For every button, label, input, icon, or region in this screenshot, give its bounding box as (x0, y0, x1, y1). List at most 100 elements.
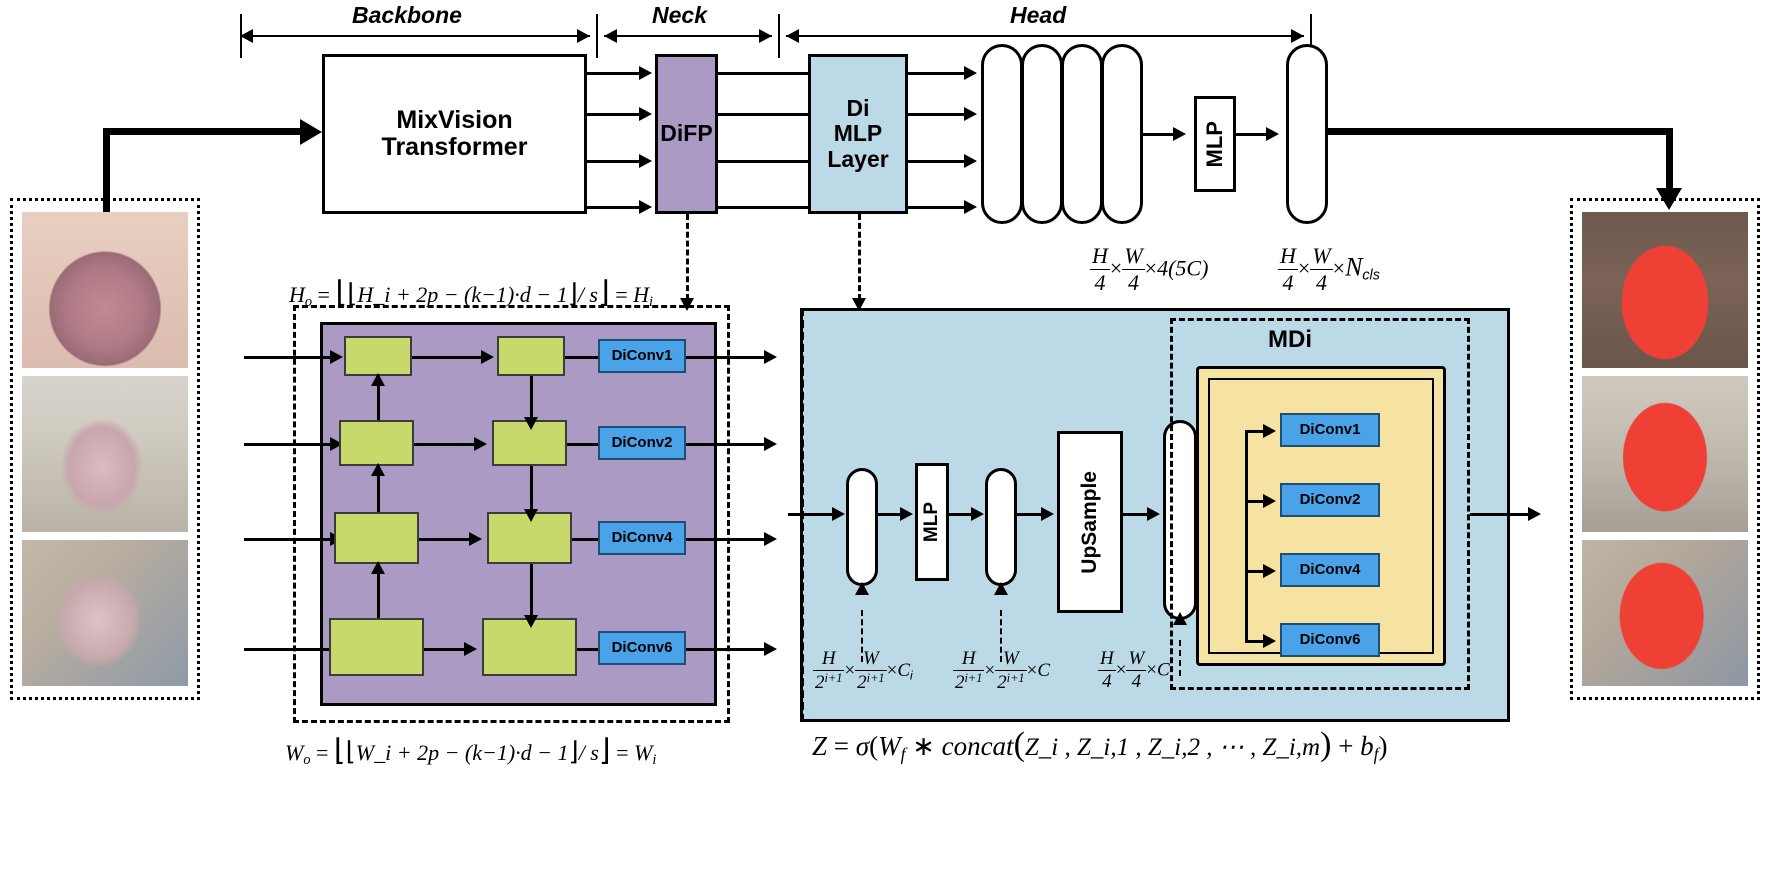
input-photo-1 (22, 212, 188, 368)
s2-h-den: 2 (955, 672, 965, 694)
dimlp-formula-bottom: Z = σ(Wf ∗ concat(Z_i , Z_i,1 , Z_i,2 , … (812, 726, 1388, 764)
dimlp-shape-2: H 2i+1 × W 2i+1 ×C (953, 648, 1050, 694)
difp-c1-up-1 (377, 376, 380, 420)
input-feed-horizontal (103, 128, 303, 135)
mixvision-label-line1: MixVision (396, 105, 513, 134)
difp-diconv-6[interactable]: DiConv6 (598, 631, 686, 665)
difp-r4-toconv (577, 648, 600, 651)
s1-w-den: 2 (857, 672, 867, 694)
output-feed-horizontal (1328, 128, 1673, 135)
mdi-diconv-1[interactable]: DiConv1 (1280, 413, 1380, 447)
difp-diconv-2[interactable]: DiConv2 (598, 426, 686, 460)
output-photo-3 (1582, 540, 1748, 686)
difp-r4-mid (424, 648, 466, 651)
head-output-shape-annotation: H 4 × W 4 ×Ncls (1278, 243, 1380, 295)
out-h-den: 4 (1282, 270, 1294, 295)
difp-r3-mid (419, 538, 471, 541)
mdi-diconv-6[interactable]: DiConv6 (1280, 623, 1380, 657)
difp-diconv-6-label: DiConv6 (611, 638, 673, 656)
difp-green-r2c1 (339, 420, 414, 466)
difp-formula-top-rhs: H (633, 282, 650, 307)
mdi-diconv-2[interactable]: DiConv2 (1280, 483, 1380, 517)
upsample-block[interactable]: UpSample (1057, 431, 1123, 613)
difp-r3-out (686, 538, 768, 541)
difp-row4-in (244, 648, 334, 651)
dimlp-out-3-head (964, 154, 977, 168)
difp-r4-mid-head (464, 642, 477, 656)
input-feed-vertical (103, 128, 110, 220)
difp-formula-top: Ho = ⌊⌊H_i + 2p − (k−1)·d − 1⌋/ s⌋ = Hi (289, 276, 654, 310)
difp-r2-mid (414, 443, 476, 446)
section-label-backbone: Backbone (352, 2, 462, 28)
difp-formula-top-div: / s (577, 282, 598, 307)
di-mlp-label-line3: Layer (827, 145, 889, 172)
output-photo-2 (1582, 376, 1748, 532)
dimlp-mlp-to-p2-head (971, 507, 984, 521)
difp-green-r4c1 (329, 618, 424, 676)
difp-formula-top-lhs: H (289, 282, 305, 307)
backbone-bracket-line (240, 35, 590, 37)
di-mlp-layer-block[interactable]: Di MLP Layer (808, 54, 908, 214)
di-mlp-label-line1: Di (846, 95, 870, 122)
difp-formula-bot-body: W_i + 2p − (k−1)·d − 1 (355, 740, 569, 765)
s3-ch: C (1157, 659, 1170, 681)
dimlp-up-to-p3 (1123, 513, 1151, 516)
difp-r2-toconv (567, 443, 600, 446)
shape-pointer-1-head (855, 582, 869, 595)
s2-w-den-sup: i+1 (1006, 671, 1025, 685)
mdi-diconv-4-label: DiConv4 (1299, 560, 1361, 578)
dimlp-pill-1 (846, 468, 878, 586)
mdi-lead-2 (1245, 500, 1267, 503)
mdi-diconv-4[interactable]: DiConv4 (1280, 553, 1380, 587)
zf-star: ∗ (912, 731, 935, 761)
difp-r3-mid-head (469, 532, 482, 546)
difp-c1-up-1-head (371, 373, 385, 386)
difp-c1-up-3-head (371, 561, 385, 574)
difp-c2-down-2 (530, 466, 533, 512)
zf-z: Z (812, 731, 828, 761)
difp-r2-mid-head (474, 437, 487, 451)
head-mlp-block[interactable]: MLP (1194, 96, 1236, 192)
difp-c1-up-2-head (371, 463, 385, 476)
mdi-lead-1 (1245, 430, 1267, 433)
dimlp-mlp-block[interactable]: MLP (915, 463, 949, 581)
s1-h-den: 2 (815, 672, 825, 694)
dimlp-shape-1: H 2i+1 × W 2i+1 ×Ci (813, 648, 913, 694)
difp-out-4 (718, 206, 808, 209)
dimlp-mlp-to-p2 (949, 513, 975, 516)
difp-formula-top-eq2: = (615, 282, 628, 307)
mixvision-transformer-block[interactable]: MixVision Transformer (322, 54, 587, 214)
difp-diconv-4[interactable]: DiConv4 (598, 521, 686, 555)
difp-block[interactable]: DiFP (655, 54, 718, 214)
difp-diconv-1[interactable]: DiConv1 (598, 339, 686, 373)
difp-green-r3c1 (334, 512, 419, 564)
s2-w-den: 2 (997, 672, 1007, 694)
head-bracket-line (786, 35, 1304, 37)
concat-w-den: 4 (1127, 270, 1139, 295)
difp-row1-in-head (330, 350, 343, 364)
difp-detail-dashed-border (293, 305, 730, 723)
difp-formula-top-lhs-sub: o (304, 294, 313, 310)
s1-ch: C (897, 660, 910, 682)
zf-bf: b (1360, 731, 1374, 761)
dimlp-out-3 (908, 160, 968, 163)
difp-c2-down-3 (530, 564, 533, 618)
difp-r1-mid-head (481, 350, 494, 364)
difp-out-1 (718, 72, 808, 75)
difp-out-3 (718, 160, 808, 163)
mdi-lead-3 (1245, 570, 1267, 573)
dimlp-out-line (1470, 513, 1532, 516)
difp-formula-bot-div: / s (578, 740, 599, 765)
dimlp-in-head (832, 507, 845, 521)
zf-open: ( (869, 731, 879, 761)
zf-eq: = (833, 731, 850, 761)
neck-arrow-left (604, 29, 617, 43)
difp-c2-down-2-head (524, 509, 538, 522)
dimlp-out-1 (908, 72, 968, 75)
dimlp-out-1-head (964, 66, 977, 80)
concat-h-den: 4 (1094, 270, 1106, 295)
mdi-lead-4-head (1263, 634, 1276, 648)
zf-sigma: σ (855, 731, 870, 761)
backbone-arrow-right (577, 29, 590, 43)
concat-pill-1 (981, 44, 1023, 224)
